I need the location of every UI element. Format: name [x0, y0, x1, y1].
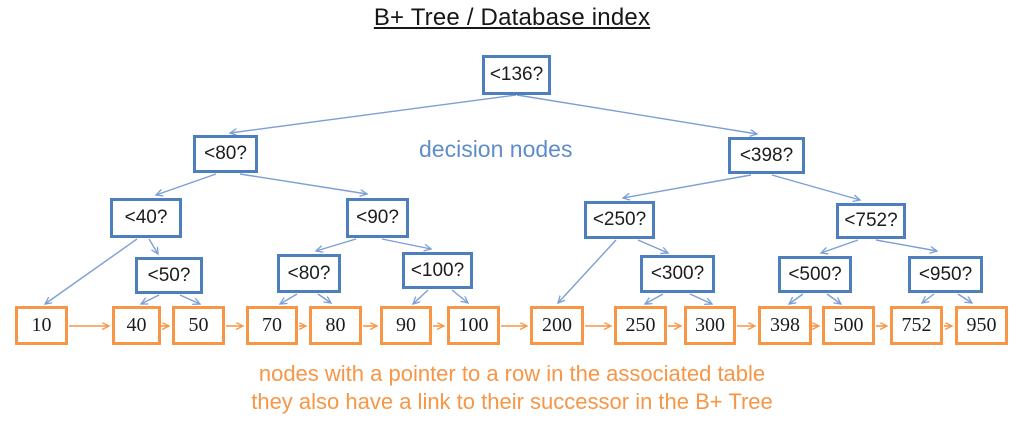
tree-edge-40-50: [148, 238, 158, 254]
decision-node-100: <100?: [402, 252, 473, 289]
decision-node-80: <80?: [193, 135, 258, 173]
tree-edge-136-398: [516, 94, 757, 134]
tree-edge-80-90: [239, 173, 367, 194]
decision-node-50: <50?: [135, 257, 203, 294]
decision-node-752: <752?: [836, 203, 906, 239]
decision-node-136: <136?: [482, 55, 551, 95]
leaf-node-500: 500: [822, 306, 875, 345]
leaf-node-10: 10: [15, 306, 68, 345]
tree-edge-80-40: [156, 173, 217, 195]
leaf-node-40: 40: [112, 306, 161, 345]
tree-edge-90-80b: [316, 238, 357, 251]
decision-node-398: <398?: [728, 137, 805, 174]
tree-edge-250-leaf200: [558, 239, 617, 303]
decision-node-40: <40?: [110, 198, 182, 238]
decision-node-250: <250?: [584, 201, 655, 239]
decision-node-950: <950?: [908, 256, 983, 293]
leaf-node-752: 752: [890, 306, 943, 345]
decision-node-500: <500?: [778, 256, 852, 293]
leaf-caption-line2: they also have a link to their successor…: [251, 389, 773, 414]
page-title: B+ Tree / Database index: [373, 4, 651, 31]
tree-edge-90-100: [381, 238, 431, 249]
tree-edge-100-leaf90: [413, 289, 429, 304]
tree-edge-752-950: [875, 239, 937, 251]
leaf-node-200: 200: [530, 306, 584, 345]
tree-edge-500-leaf398: [789, 293, 804, 304]
tree-edge-300-leaf250: [645, 293, 664, 304]
tree-edge-752-500: [821, 239, 859, 253]
leaf-node-398: 398: [758, 306, 812, 345]
tree-edge-500-leaf500: [826, 293, 841, 304]
tree-edge-80b-leaf70: [280, 293, 298, 304]
tree-edge-40-leaf10: [45, 238, 138, 304]
tree-edge-250-300: [637, 239, 668, 253]
leaf-node-950: 950: [955, 306, 1008, 345]
tree-edge-300-leaf300: [689, 293, 712, 304]
tree-edge-100-leaf100: [451, 289, 468, 303]
decision-node-80b: <80?: [277, 254, 341, 293]
decision-node-300: <300?: [640, 255, 715, 293]
leaf-node-250: 250: [614, 306, 667, 345]
decision-nodes-annotation: decision nodes: [419, 136, 573, 162]
tree-edge-80b-leaf80: [317, 293, 331, 303]
tree-edge-50-leaf50: [179, 294, 200, 304]
tree-edge-950-leaf950: [957, 293, 972, 303]
tree-edge-136-80: [230, 94, 517, 133]
leaf-caption: nodes with a pointer to a row in the ass…: [0, 360, 1024, 416]
leaf-node-80: 80: [309, 306, 362, 345]
decision-node-90: <90?: [346, 198, 409, 238]
tree-edge-398-250: [623, 174, 752, 198]
leaf-node-90: 90: [380, 306, 432, 345]
tree-edge-50-leaf40: [141, 294, 160, 304]
leaf-node-70: 70: [246, 306, 298, 345]
leaf-node-300: 300: [684, 306, 736, 345]
leaf-node-50: 50: [172, 306, 225, 345]
leaf-caption-line1: nodes with a pointer to a row in the ass…: [258, 361, 766, 386]
tree-edge-950-leaf752: [922, 293, 935, 303]
tree-edge-398-752: [771, 174, 860, 200]
leaf-node-100: 100: [447, 306, 500, 345]
